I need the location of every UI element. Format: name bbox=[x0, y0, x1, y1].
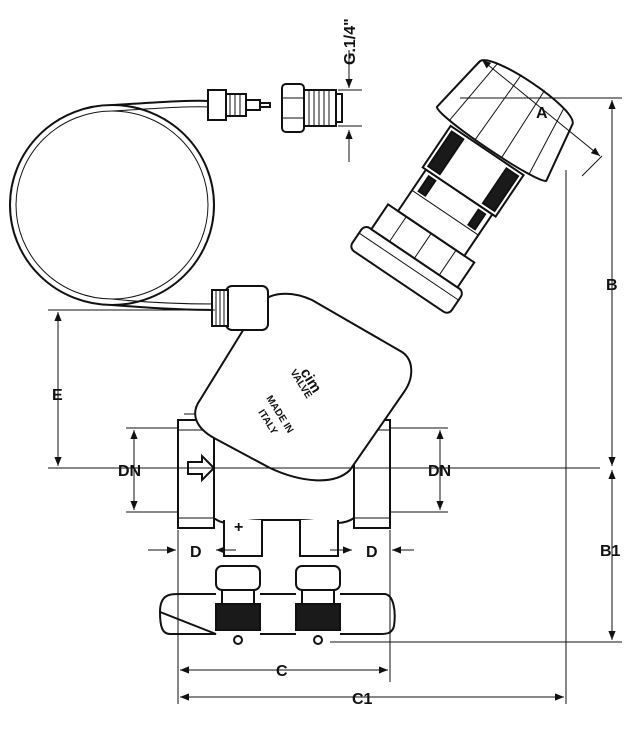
dimension-e: E bbox=[48, 309, 215, 466]
dimension-a: A bbox=[461, 59, 603, 177]
dimension-b: B bbox=[460, 97, 622, 466]
test-point-caps bbox=[158, 593, 396, 635]
valve-body: + bbox=[177, 285, 413, 557]
dimension-dn-left: DN bbox=[118, 427, 178, 513]
dimension-d-left-label: D bbox=[190, 544, 202, 561]
capillary-tube bbox=[9, 99, 216, 311]
dimension-dn-left-label: DN bbox=[118, 463, 141, 480]
thread-adapter bbox=[281, 83, 343, 133]
dimension-c1-label: C1 bbox=[352, 691, 373, 708]
handwheel-assembly bbox=[350, 59, 574, 314]
test-point-right bbox=[295, 565, 341, 645]
dimension-a-label: A bbox=[536, 105, 548, 122]
dimension-d-left: D bbox=[148, 544, 236, 561]
dimension-b1: B1 bbox=[330, 470, 622, 643]
capillary-connector bbox=[207, 89, 271, 121]
dimension-c1: C1 bbox=[180, 170, 567, 708]
dimension-e-label: E bbox=[52, 387, 63, 404]
dimension-b-label: B bbox=[606, 277, 618, 294]
dimension-c: C bbox=[177, 530, 391, 704]
dimension-d-right-label: D bbox=[366, 544, 378, 561]
thread-size-label: G.1/4" bbox=[342, 18, 359, 65]
dimension-d-right: D bbox=[330, 544, 414, 561]
dimension-dn-right-label: DN bbox=[428, 463, 451, 480]
dimension-b1-label: B1 bbox=[600, 543, 621, 560]
thread-dimension: G.1/4" bbox=[338, 18, 362, 162]
dimension-dn-right: DN bbox=[390, 427, 451, 513]
test-point-left bbox=[215, 565, 261, 645]
test-point-plus-sign: + bbox=[234, 519, 243, 536]
dimension-c-label: C bbox=[276, 663, 288, 680]
